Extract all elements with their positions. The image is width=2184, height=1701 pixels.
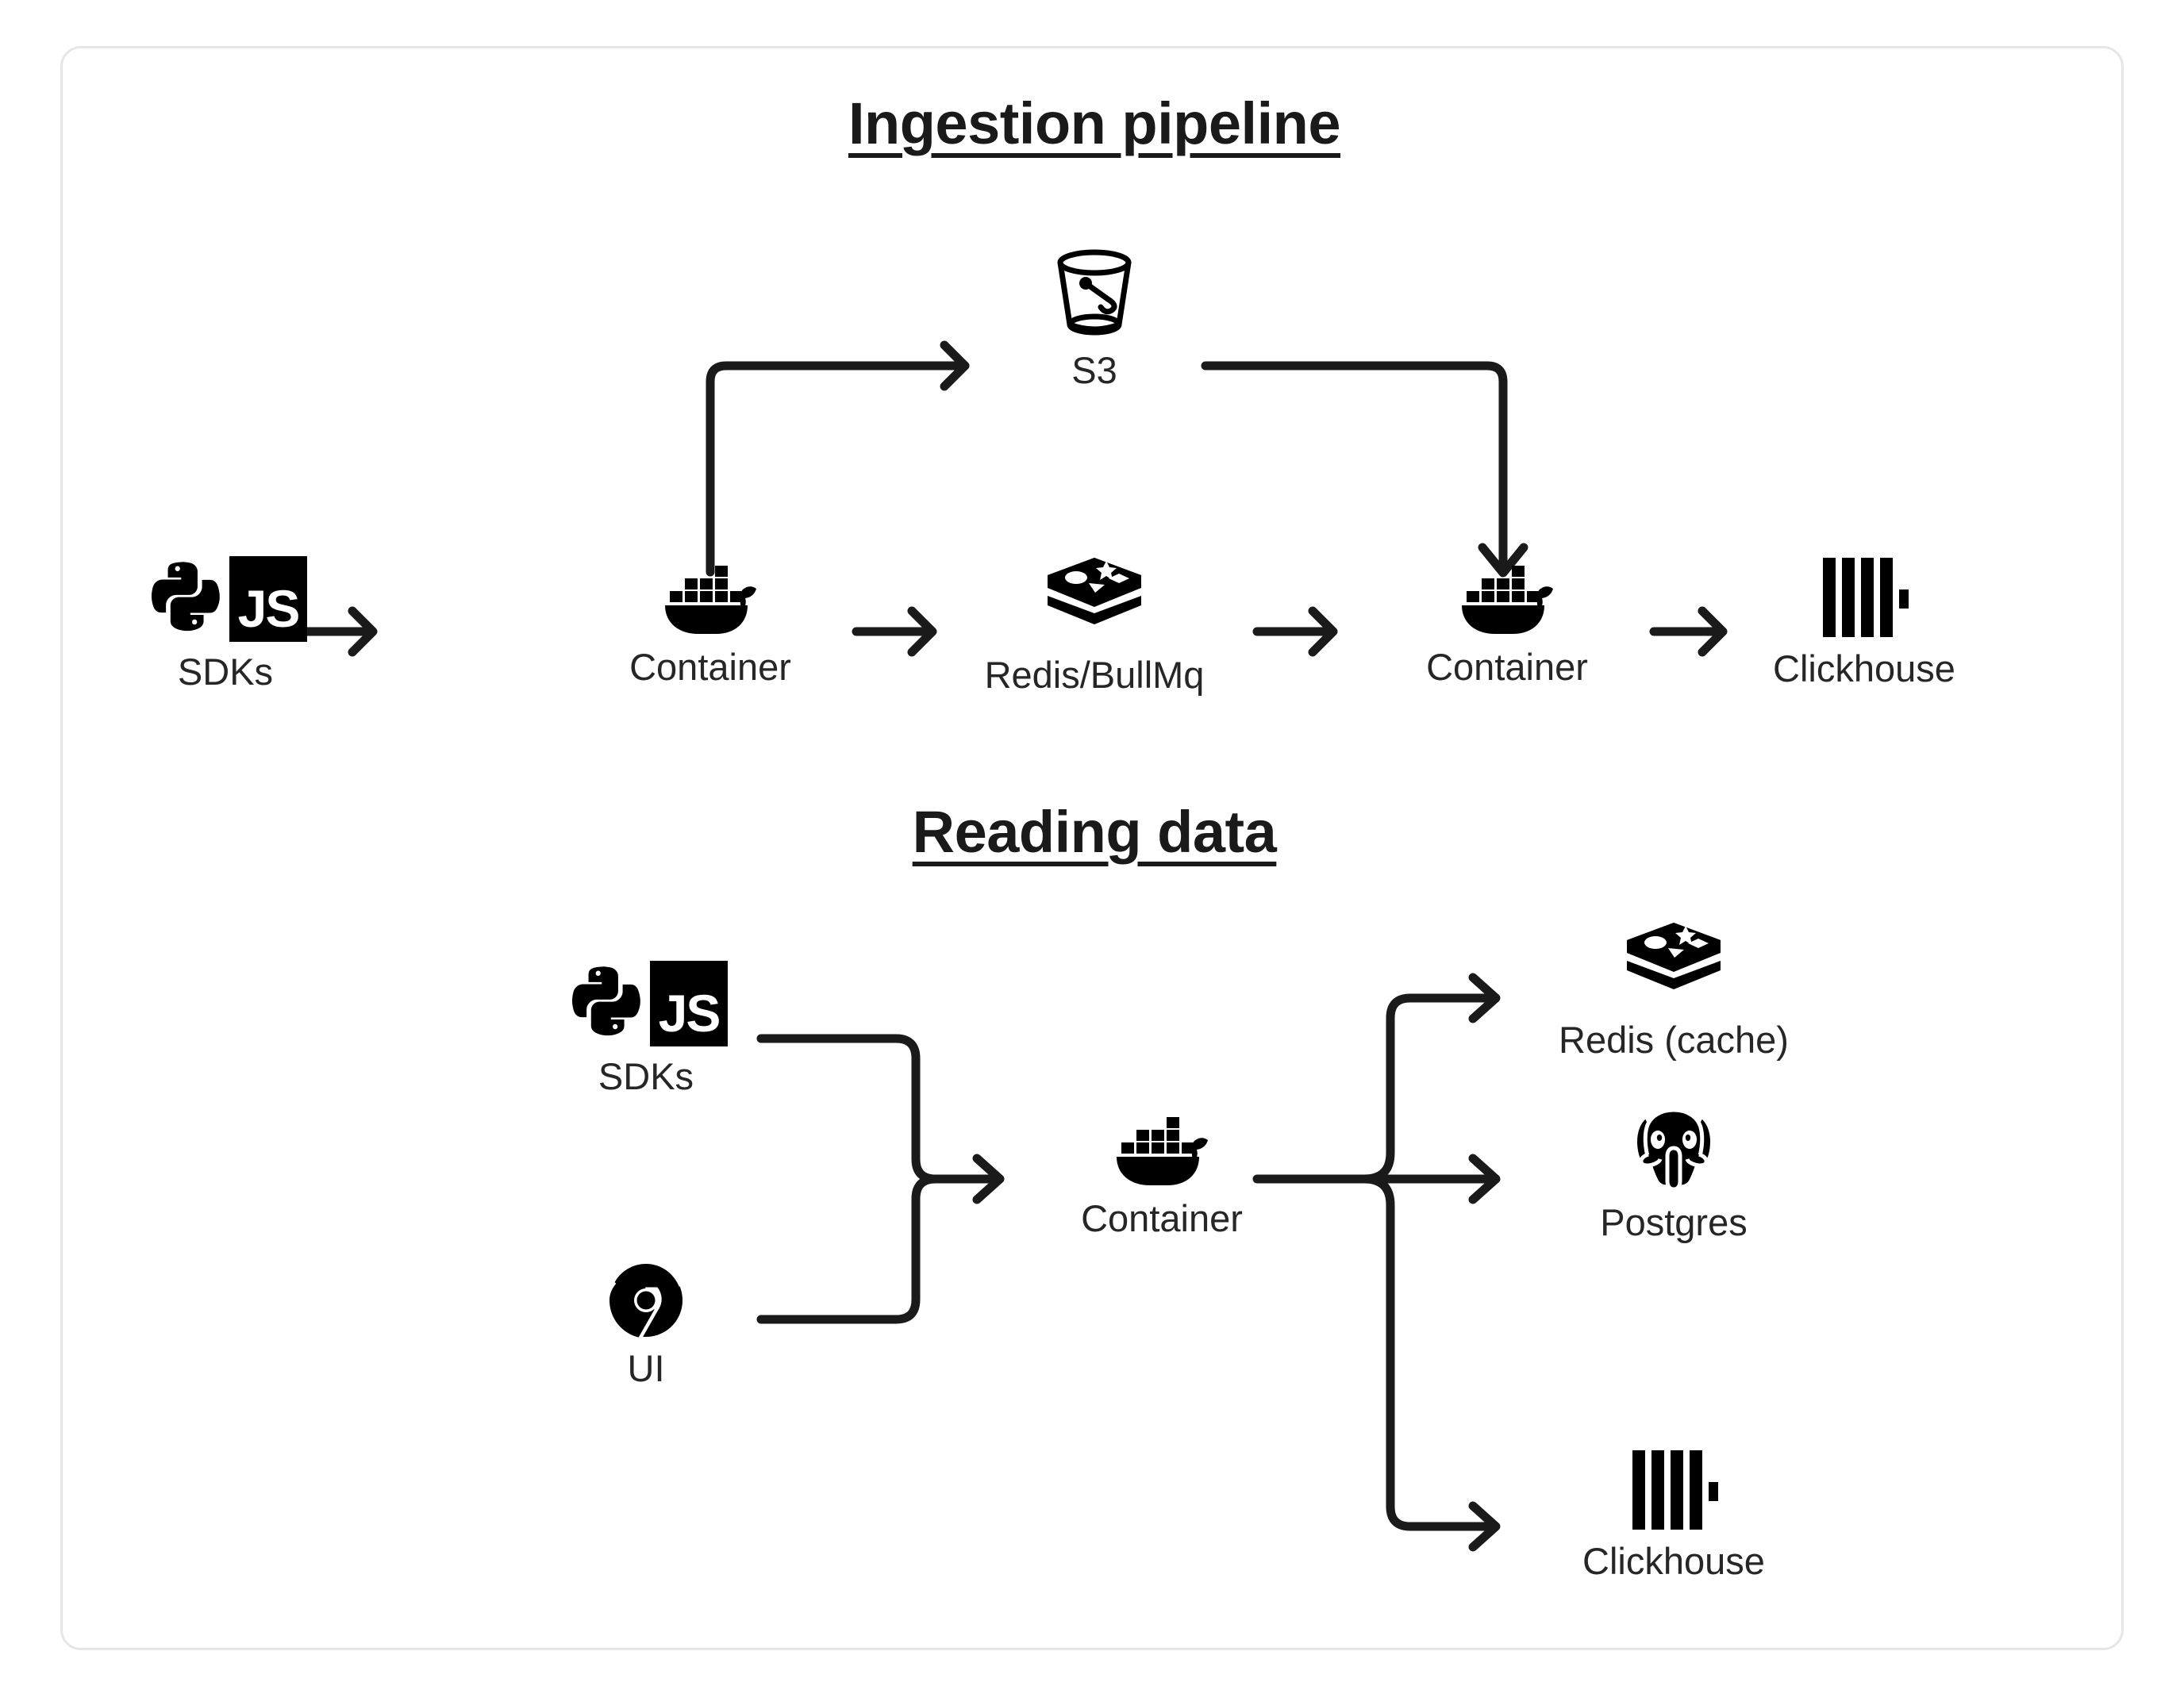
docker-whale-icon: [1114, 1115, 1209, 1188]
node-reading-container[interactable]: Container: [1067, 1115, 1257, 1237]
node-reading-ui[interactable]: UI: [586, 1262, 706, 1387]
python-js-sdk-icon: JS: [564, 961, 728, 1046]
edge-container1-to-s3: [706, 340, 970, 577]
redis-stack-icon: [1624, 921, 1724, 1010]
edge-container-to-postgres: [1359, 1154, 1501, 1204]
python-js-sdk-icon: JS: [144, 556, 307, 642]
node-label: Clickhouse: [1582, 1540, 1765, 1582]
edge-redis-to-container2: [1252, 606, 1338, 657]
node-label: Redis (cache): [1559, 1019, 1789, 1061]
node-label: SDKs: [598, 1055, 694, 1097]
section-title-ingestion: Ingestion pipeline: [848, 90, 1341, 156]
node-label: Container: [1081, 1197, 1243, 1239]
edge-ui-to-container: [756, 1154, 1005, 1324]
edge-sdks-to-container1: [292, 606, 378, 657]
node-reading-clickhouse[interactable]: Clickhouse: [1571, 1449, 1777, 1580]
flow-arrows-layer: [292, 340, 1728, 1552]
js-badge-icon: JS: [650, 961, 728, 1046]
js-badge-icon: JS: [229, 556, 307, 642]
node-label: UI: [627, 1347, 665, 1389]
clickhouse-bars-icon: [1820, 556, 1909, 639]
node-ingestion-clickhouse[interactable]: Clickhouse: [1761, 556, 1967, 687]
python-icon: [571, 966, 640, 1036]
edge-container-to-redis-cache: [1359, 973, 1501, 1184]
node-ingestion-container2[interactable]: Container: [1412, 564, 1602, 685]
node-label: Clickhouse: [1773, 647, 1955, 689]
node-ingestion-s3[interactable]: S3: [1045, 247, 1144, 389]
section-title-reading: Reading data: [912, 799, 1277, 865]
edge-container-to-clickhouse: [1359, 1174, 1501, 1552]
node-ingestion-sdks[interactable]: JS SDKs: [150, 556, 307, 693]
edge-s3-to-container2: [1201, 361, 1528, 578]
edge-sdks-to-container: [756, 1034, 1000, 1184]
s3-bucket-icon: [1052, 247, 1137, 340]
node-label: Redis/BullMq: [984, 654, 1205, 696]
edge-container1-to-redis: [852, 606, 937, 657]
clickhouse-bars-icon: [1629, 1449, 1718, 1531]
redis-stack-icon: [1044, 556, 1144, 645]
node-reading-sdks[interactable]: JS SDKs: [531, 961, 761, 1095]
node-label: Container: [1426, 646, 1588, 688]
postgres-elephant-icon: [1629, 1104, 1718, 1192]
diagram-card: Ingestion pipeline Reading data: [60, 46, 2124, 1650]
node-reading-redis-cache[interactable]: Redis (cache): [1547, 921, 1801, 1058]
docker-whale-icon: [663, 564, 758, 637]
node-ingestion-container1[interactable]: Container: [615, 564, 806, 685]
edge-container2-to-clickhouse: [1649, 606, 1728, 657]
python-icon: [151, 562, 220, 632]
chrome-icon: [608, 1262, 684, 1338]
node-label: SDKs: [177, 651, 274, 693]
diagram-canvas: Ingestion pipeline Reading data: [63, 48, 2121, 1648]
node-label: Postgres: [1600, 1201, 1748, 1243]
node-label: Container: [629, 646, 791, 688]
node-label: S3: [1071, 349, 1117, 391]
docker-whale-icon: [1459, 564, 1555, 637]
node-reading-postgres[interactable]: Postgres: [1594, 1104, 1753, 1241]
node-ingestion-redis[interactable]: Redis/BullMq: [985, 556, 1204, 693]
